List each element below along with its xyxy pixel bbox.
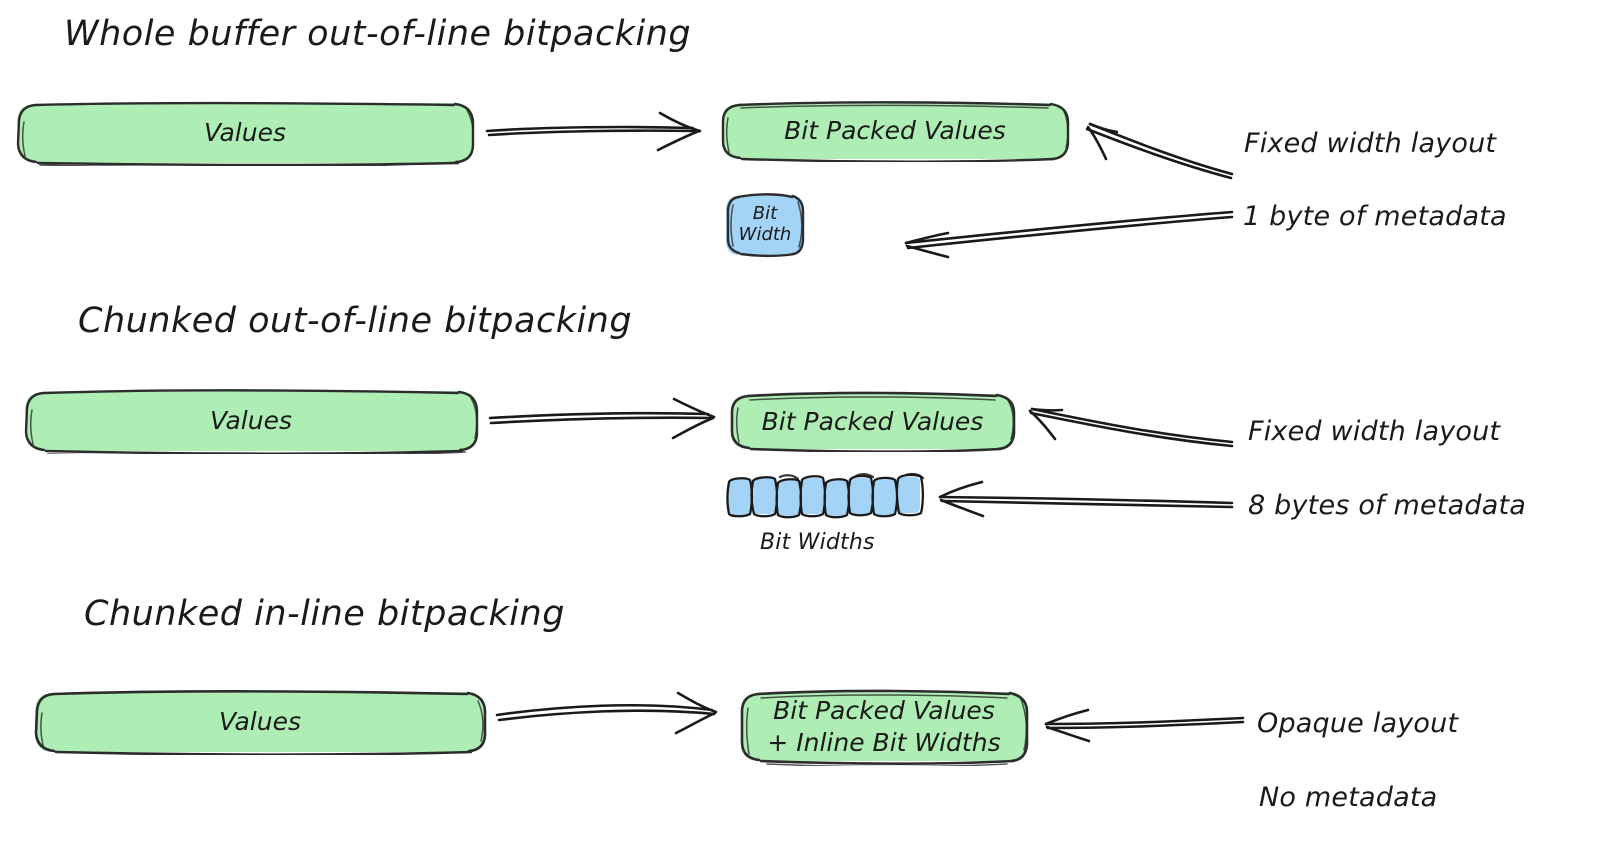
values-box-row2-label: Values [209, 406, 293, 435]
leader-fixed-width-row2 [1028, 407, 1234, 448]
bit-width-line-1: Bit [752, 203, 778, 225]
values-box-row3: Values [30, 689, 490, 755]
bit-widths-caption-row2: Bit Widths [760, 530, 875, 555]
bit-packed-values-box-row1: Bit Packed Values [718, 100, 1072, 162]
bit-packed-values-box-row2-label: Bit Packed Values [761, 406, 984, 436]
leader-fixed-width-row1 [1085, 122, 1234, 180]
leader-metadata-row1 [904, 210, 1234, 259]
inline-box-line-2: + Inline Bit Widths [767, 728, 1001, 757]
annotation-metadata-row1: 1 byte of metadata [1243, 201, 1507, 232]
bit-packed-inline-box-row3-label: Bit Packed Values + Inline Bit Widths [767, 695, 1000, 759]
arrow-values-to-packed-row1 [485, 111, 702, 152]
bit-widths-chunk-strip-row2 [726, 472, 925, 519]
section-heading-2: Chunked out-of-line bitpacking [78, 301, 633, 341]
values-box-row3-label: Values [218, 707, 302, 736]
annotation-opaque-row3: Opaque layout [1257, 708, 1459, 739]
bit-packed-values-box-row1-label: Bit Packed Values [784, 116, 1006, 145]
values-box-row1-label: Values [203, 118, 287, 147]
bit-width-line-2: Width [738, 224, 792, 245]
values-box-row1: Values [14, 100, 476, 166]
annotation-metadata-row3: No metadata [1259, 782, 1438, 813]
bit-packed-inline-box-row3: Bit Packed Values + Inline Bit Widths [737, 688, 1031, 766]
leader-metadata-row2 [938, 480, 1234, 518]
inline-box-line-1: Bit Packed Values [773, 696, 995, 725]
bit-packed-values-box-row2: Bit Packed Values [727, 391, 1018, 452]
annotation-metadata-row2: 8 bytes of metadata [1248, 490, 1526, 521]
annotation-fixed-width-row1: Fixed width layout [1244, 128, 1497, 159]
annotation-fixed-width-row2: Fixed width layout [1248, 416, 1501, 447]
arrow-values-to-packed-row3 [495, 691, 718, 735]
values-box-row2: Values [22, 388, 480, 454]
arrow-values-to-packed-row2 [488, 397, 716, 440]
leader-opaque-row3 [1044, 708, 1245, 743]
section-heading-3: Chunked in-line bitpacking [84, 594, 565, 634]
section-heading-1: Whole buffer out-of-line bitpacking [64, 14, 692, 54]
